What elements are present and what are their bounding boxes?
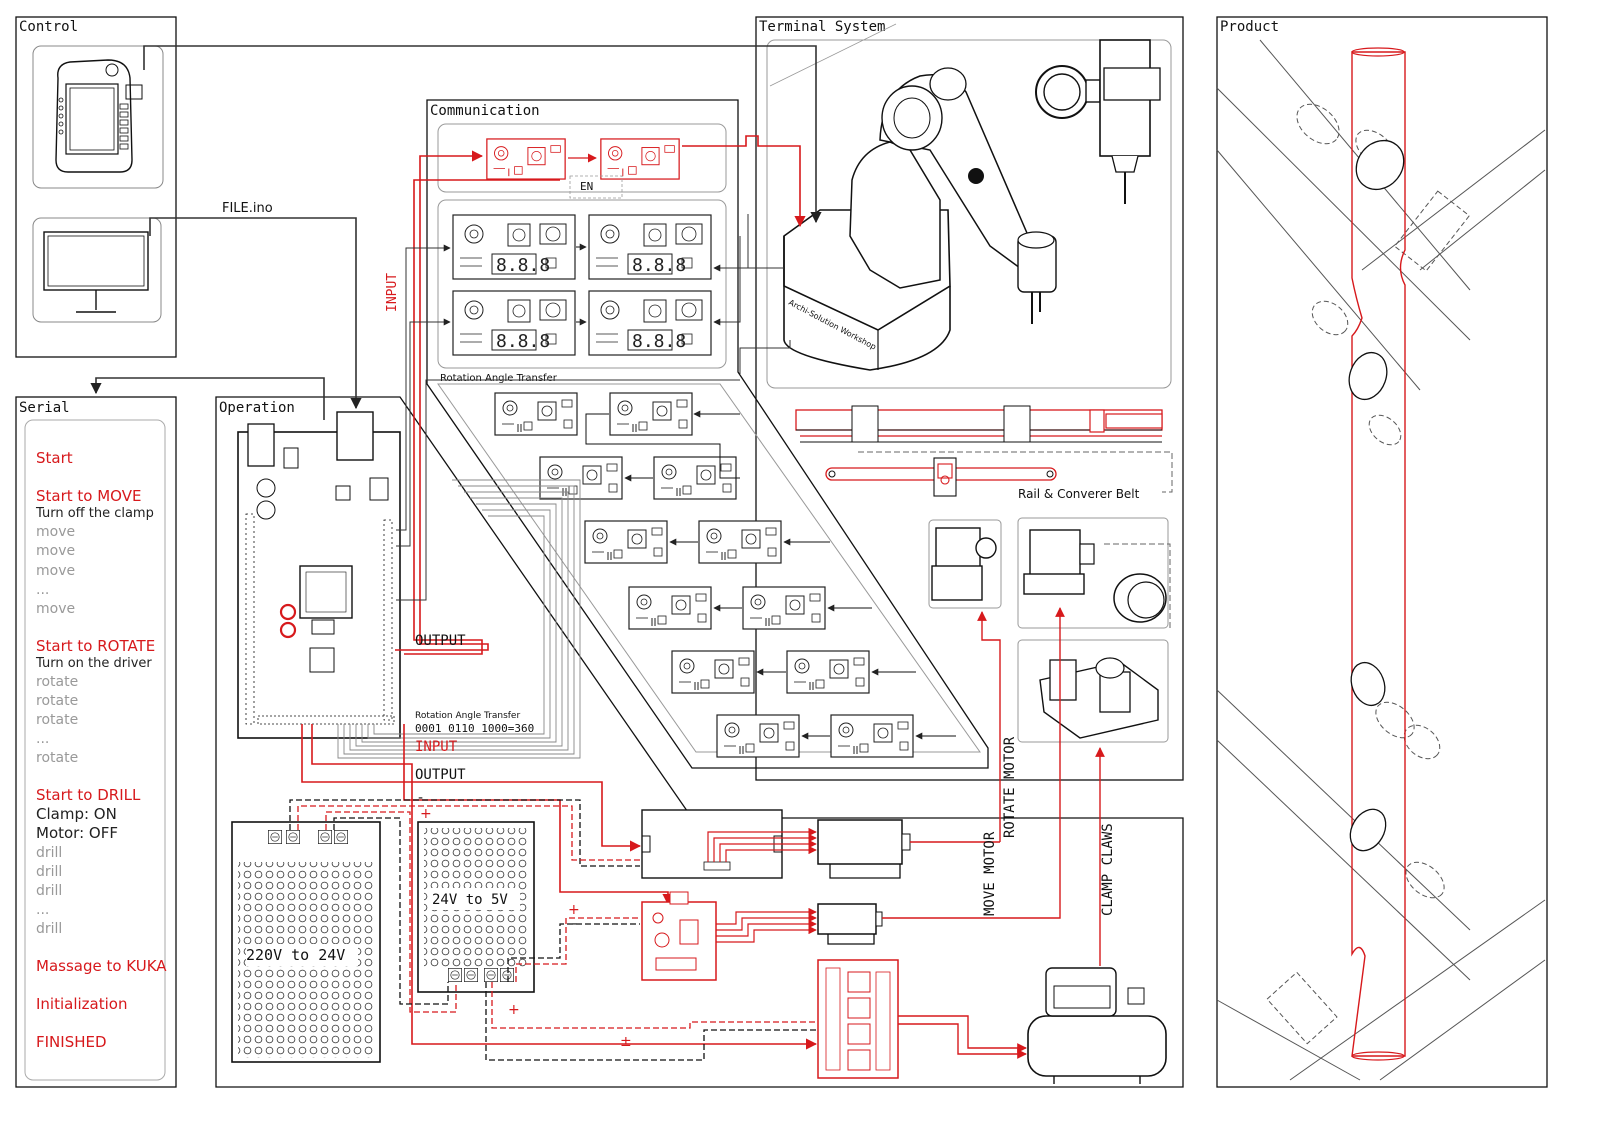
plus-sign-2: +	[568, 902, 580, 918]
control-title: Control	[19, 19, 78, 35]
motor-phase-wires-2	[716, 907, 817, 943]
control-wiring	[90, 45, 822, 420]
serial-move-cmd-4: move	[36, 601, 75, 617]
serial-rotate-sub: Turn on the driver	[35, 656, 152, 671]
power-supply-icon: 24V to 5V	[417, 821, 535, 993]
serial-massage: Massage to KUKA	[36, 957, 167, 975]
power-supply-icon: 220V to 24V	[231, 821, 381, 1063]
red-driver-boards: EN	[486, 138, 680, 199]
psu1-label: 220V to 24V	[246, 946, 345, 964]
serial-drill-cmd-2: drill	[36, 864, 62, 880]
serial-move-dots: ...	[36, 582, 49, 598]
serial-move-cmd-2: move	[36, 543, 75, 559]
product-diagonal-bars	[1216, 39, 1546, 1081]
serial-move-sub: Turn off the clamp	[35, 506, 154, 521]
terminal-title: Terminal System	[759, 19, 885, 35]
enable-label: EN	[580, 180, 593, 193]
product-cut-holes	[1348, 139, 1405, 852]
move-motor-label: MOVE MOTOR	[982, 831, 998, 916]
plus-minus-sign: ±	[620, 1034, 632, 1050]
power-wiring	[289, 799, 816, 1061]
serial-panel: Serial Start Start to MOVE Turn off the …	[15, 396, 177, 1088]
clamp-motor-icon	[1017, 517, 1171, 629]
serial-finished: FINISHED	[36, 1033, 107, 1051]
ribbon-cable	[337, 479, 581, 759]
serial-start: Start	[36, 449, 73, 467]
serial-clamp-on: Clamp: ON	[36, 805, 117, 823]
air-compressor-icon	[1027, 967, 1167, 1084]
serial-drill-cmd-1: drill	[36, 845, 62, 861]
plus-sign-1: +	[420, 806, 432, 822]
product-title: Product	[1220, 19, 1279, 35]
serial-drill-dots: ...	[36, 902, 49, 918]
rotation-transfer-boards	[494, 392, 914, 758]
serial-move-cmd-1: move	[36, 524, 75, 540]
serial-rotate-cmd-1: rotate	[36, 674, 78, 690]
communication-panel: Communication Rotation Angle Transfer EN	[426, 99, 989, 769]
input-vertical-label: INPUT	[385, 273, 400, 312]
teach-pendant-icon	[55, 59, 143, 173]
rotation-transfer-small: Rotation Angle Transfer	[415, 711, 520, 721]
control-panel: Control	[15, 16, 177, 358]
motor-phase-wires-1	[707, 827, 817, 862]
serial-motor-off: Motor: OFF	[36, 824, 118, 842]
robot-arm-icon: Archi-Solution Workshop	[783, 67, 1057, 371]
rotation-transfer-title: Rotation Angle Transfer	[440, 373, 558, 384]
rotation-chain-links	[585, 410, 956, 740]
relay-board-icon	[817, 959, 899, 1079]
product-pipe	[1351, 47, 1406, 1061]
stepper-motor-icon	[817, 819, 1000, 879]
serial-move-cmd-3: move	[36, 563, 75, 579]
black-signal-wiring	[396, 214, 791, 601]
plus-sign-3: +	[508, 1002, 520, 1018]
output-upper-label: OUTPUT	[415, 633, 466, 649]
terminal-system-panel: Terminal System Archi-Solution Workshop	[755, 16, 1184, 781]
arduino-board-icon	[237, 411, 401, 739]
rail-conveyor: Rail & Converer Belt	[795, 405, 1173, 501]
serial-init: Initialization	[36, 995, 127, 1013]
serial-rotate-dots: ...	[36, 731, 49, 747]
operation-panel: Operation	[215, 396, 1184, 1088]
serial-drill-cmd-4: drill	[36, 921, 62, 937]
psu2-label: 24V to 5V	[432, 892, 508, 908]
spindle-icon	[1035, 39, 1161, 204]
clamp-jig-icon	[1017, 639, 1169, 743]
minus-sign-2: -	[572, 916, 577, 932]
stepper-motor-icon	[928, 519, 1002, 609]
communication-title: Communication	[430, 103, 540, 119]
monitor-icon	[43, 231, 149, 313]
motor-driver-icon	[641, 891, 717, 981]
stepper-motor-icon	[817, 903, 980, 945]
binary-example: 0001 0110 1000=360	[415, 722, 534, 735]
serial-move-title: Start to MOVE	[36, 487, 141, 505]
rotate-motor-label: ROTATE MOTOR	[1002, 736, 1018, 838]
minus-sign-1: -	[418, 790, 423, 806]
motor-feedback-lines	[977, 607, 1105, 966]
input-lower-label: INPUT	[415, 739, 458, 755]
relay-air-wires	[898, 1015, 1027, 1059]
serial-rotate-cmd-3: rotate	[36, 712, 78, 728]
operation-title: Operation	[219, 400, 295, 416]
display-boards	[452, 214, 712, 356]
serial-drill-title: Start to DRILL	[36, 786, 141, 804]
serial-rotate-cmd-2: rotate	[36, 693, 78, 709]
clamp-claws-label: CLAMP CLAWS	[1100, 823, 1116, 916]
serial-drill-cmd-3: drill	[36, 883, 62, 899]
serial-rotate-cmd-4: rotate	[36, 750, 78, 766]
red-signal-wiring	[301, 135, 818, 1050]
product-panel: Product	[1216, 16, 1548, 1088]
file-label: FILE.ino	[222, 201, 273, 216]
output-lower-label: OUTPUT	[415, 767, 466, 783]
serial-rotate-title: Start to ROTATE	[36, 637, 155, 655]
rail-label: Rail & Converer Belt	[1018, 487, 1140, 501]
serial-title: Serial	[19, 400, 70, 416]
